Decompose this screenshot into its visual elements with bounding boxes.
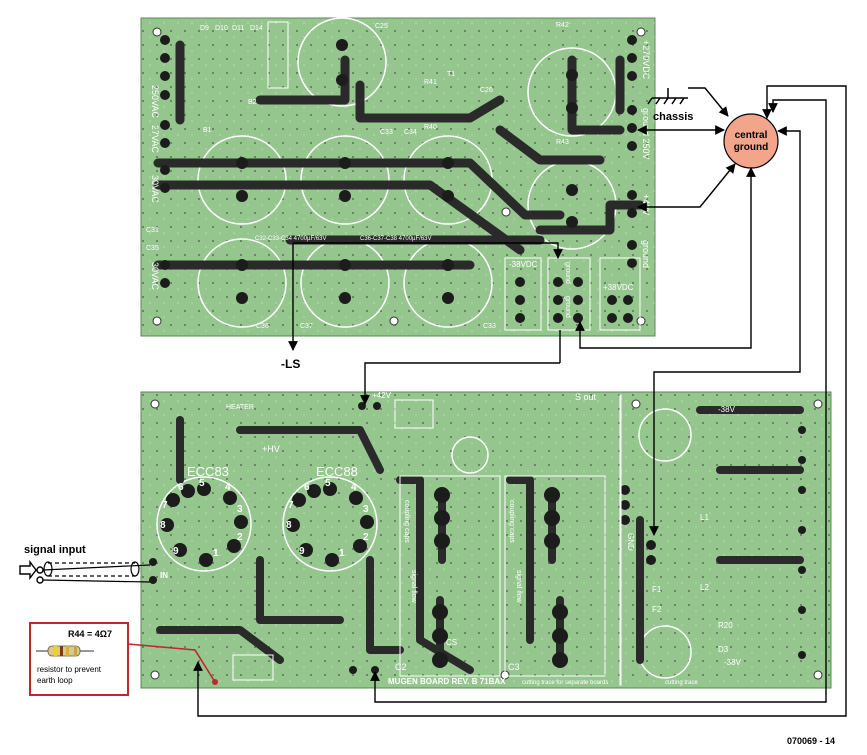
- label-minus-38v-top: -38V: [718, 405, 736, 414]
- label-c2: C2: [395, 662, 407, 672]
- psu-part-c32-note: C32-C33-C34 4700µF/63V: [255, 236, 327, 242]
- psu-right-label-5: +38VDC: [603, 283, 634, 292]
- label-f2: F2: [652, 605, 662, 614]
- ground-wires: [193, 85, 847, 717]
- psu-part-c26: C26: [480, 87, 493, 94]
- psu-part-c38: C38: [483, 323, 496, 330]
- v2-pin-2: 2: [363, 532, 369, 543]
- v1-pin-8: 8: [160, 520, 166, 531]
- label-l2: L2: [700, 583, 709, 592]
- tube-label-ecc83: ECC83: [187, 464, 229, 479]
- psu-part-t1: T1: [447, 71, 455, 78]
- v2-pin-6: 6: [304, 482, 310, 493]
- callout-text-line1: resistor to prevent: [37, 665, 102, 674]
- label-plus-hv: +HV: [262, 444, 280, 454]
- psu-right-label-3: ground: [641, 240, 651, 268]
- v2-pin-5: 5: [325, 478, 331, 489]
- psu-right-label-4: -38VDC: [509, 260, 538, 269]
- v2-pin-8: 8: [286, 520, 292, 531]
- psu-ac-label-3: 30VAC: [150, 262, 160, 290]
- psu-part-c34: C34: [404, 129, 417, 136]
- chassis-symbol: [647, 88, 688, 105]
- cutting-trace-label-2: cutting trace: [665, 680, 698, 686]
- v2-pin-3: 3: [363, 504, 369, 515]
- label-plus-42v: +42V: [372, 391, 392, 400]
- board-rev-label: MUGEN BOARD REV. B 71BAX: [388, 677, 506, 686]
- psu-part-c36: C36: [256, 323, 269, 330]
- callout-title: R44 = 4Ω7: [68, 629, 112, 639]
- v1-pin-5: 5: [199, 478, 205, 489]
- v1-pin-1: 1: [213, 548, 219, 559]
- psu-right-label-0: +270VDC: [641, 40, 651, 80]
- psu-part-b1: B1: [203, 127, 212, 134]
- label-r20: R20: [718, 621, 733, 630]
- label-l1: L1: [700, 513, 709, 522]
- signal-input: signal input IN: [19, 544, 168, 584]
- psu-part-r42: R42: [556, 22, 569, 29]
- psu-part-c35: C35: [146, 245, 159, 252]
- central-ground-label-line1: central: [735, 130, 768, 141]
- psu-part-r43: R43: [556, 139, 569, 146]
- v1-pin-6: 6: [178, 482, 184, 493]
- psu-ac-label-0: 250VAC: [150, 85, 160, 118]
- v2-pin-4: 4: [351, 482, 357, 493]
- v1-pin-2: 2: [237, 532, 243, 543]
- resistor-icon: [36, 645, 94, 657]
- label-cs: CS: [446, 638, 457, 647]
- psu-right-label-7: ground: [564, 296, 571, 318]
- label-d3: D3: [718, 645, 729, 654]
- tube-label-ecc88: ECC88: [316, 464, 358, 479]
- psu-part-r41: R41: [424, 79, 437, 86]
- psu-board: 250VAC 27VAC 30VAC 30VAC +270VDC ground …: [140, 17, 656, 337]
- psu-part-d11: D11: [232, 25, 244, 32]
- central-ground-node: central ground: [723, 113, 779, 169]
- psu-ac-label-1: 27VAC: [150, 125, 160, 153]
- psu-right-label-1: ground 250V: [641, 108, 651, 160]
- psu-part-r40: R40: [424, 124, 437, 131]
- psu-part-c36-note: C36-C37-C38 4700µF/63V: [360, 236, 432, 242]
- r44-callout: R44 = 4Ω7 resistor to prevent earth loop: [29, 622, 218, 696]
- in-pin-label: IN: [160, 571, 168, 580]
- v2-pin-7: 7: [288, 500, 294, 511]
- psu-part-d14: D14: [250, 25, 263, 32]
- ls-minus-label: -LS: [281, 357, 300, 371]
- rca-jack-icon: [19, 559, 44, 584]
- v1-pin-4: 4: [225, 482, 231, 493]
- label-coupling-caps-2: coupling caps: [508, 500, 515, 543]
- label-coupling-caps-1: coupling caps: [403, 500, 410, 543]
- signal-input-label: signal input: [24, 544, 86, 556]
- callout-text-line2: earth loop: [37, 676, 73, 685]
- figure-id: 070069 - 14: [787, 736, 835, 746]
- psu-part-c25: C25: [375, 23, 388, 30]
- label-minus-38v-bottom: -38V: [724, 658, 742, 667]
- v1-pin-9: 9: [173, 546, 179, 557]
- cutting-trace-label-1: cutting trace for separate boards: [522, 680, 608, 686]
- v2-pin-9: 9: [299, 546, 305, 557]
- v2-pin-1: 1: [339, 548, 345, 559]
- psu-right-label-2: +42V: [641, 194, 651, 215]
- amp-board: 5 4 3 2 1 9 8 7 6 5 4 3 2 1 9 8 7 6 ECC8…: [140, 391, 832, 689]
- label-signal-flow-1: signal flow: [410, 570, 417, 604]
- central-ground-label-line2: ground: [734, 142, 768, 153]
- v1-pin-7: 7: [162, 500, 168, 511]
- label-gnd: GND: [626, 533, 635, 551]
- psu-part-d9: D9: [200, 25, 209, 32]
- label-s-out: S out: [575, 392, 597, 402]
- chassis-label: chassis: [653, 111, 693, 123]
- label-c3: C3: [508, 662, 520, 672]
- psu-ac-label-2: 30VAC: [150, 175, 160, 203]
- v1-pin-3: 3: [237, 504, 243, 515]
- psu-part-b2: B2: [248, 99, 257, 106]
- label-heater: HEATER: [226, 404, 254, 411]
- label-f1: F1: [652, 585, 662, 594]
- psu-right-label-6: ground: [564, 262, 571, 284]
- psu-part-c31: C31: [146, 227, 159, 234]
- psu-part-c33: C33: [380, 129, 393, 136]
- psu-part-d10: D10: [215, 25, 228, 32]
- label-signal-flow-2: signal flow: [515, 570, 522, 604]
- psu-part-c37: C37: [300, 323, 313, 330]
